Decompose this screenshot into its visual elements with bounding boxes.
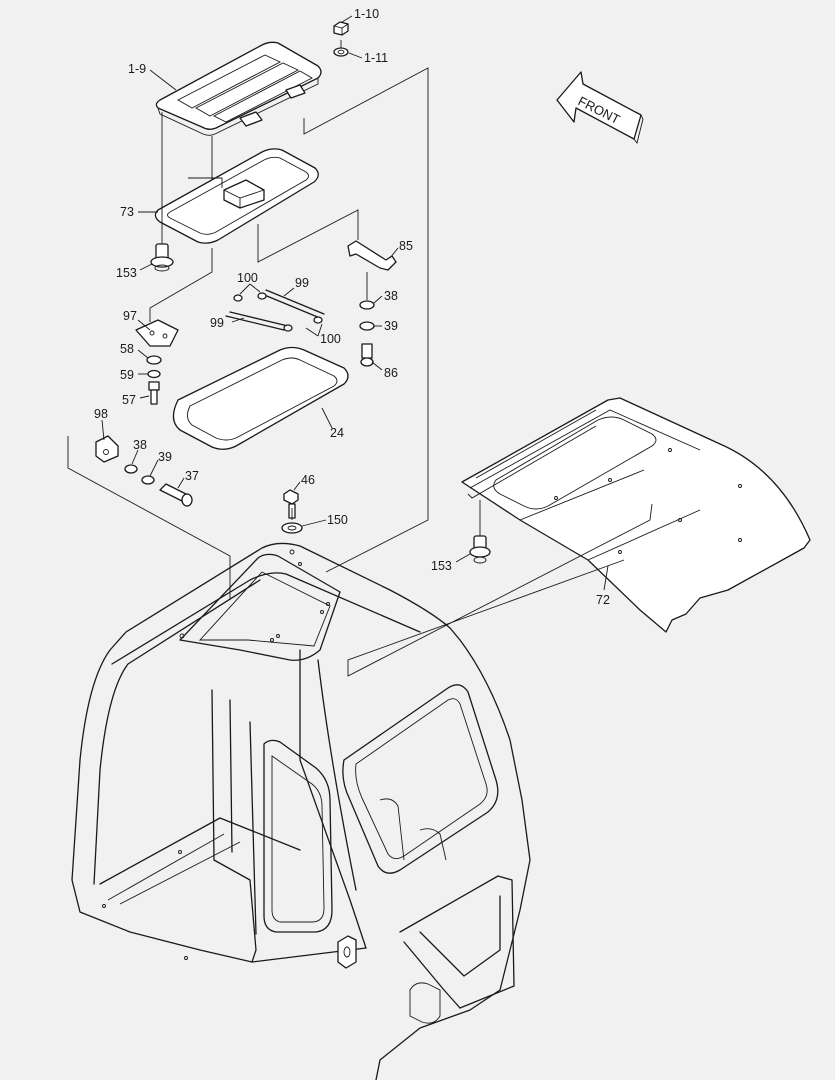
label-150: 150: [327, 513, 348, 527]
label-99-top: 99: [295, 276, 309, 290]
label-38-right: 38: [384, 289, 398, 303]
washer-39-left: [141, 475, 155, 485]
roof-cover-72: [461, 397, 811, 633]
label-86: 86: [384, 366, 398, 380]
bolt-46: [283, 489, 299, 519]
pin-153-right: [469, 535, 491, 564]
label-153-right: 153: [431, 559, 452, 573]
label-38-left: 38: [133, 438, 147, 452]
washer-150: [281, 522, 303, 534]
label-37: 37: [185, 469, 199, 483]
label-59: 59: [120, 368, 134, 382]
label-72: 72: [596, 593, 610, 607]
part-labels: 1-10 1-11 1-9 73 153 85 100 99 99 100 97…: [94, 7, 610, 607]
label-39-right: 39: [384, 319, 398, 333]
hatch-frame: [154, 148, 319, 244]
bracket-98: [95, 435, 119, 463]
seal-24: [172, 346, 349, 450]
label-73: 73: [120, 205, 134, 219]
bolt-37: [159, 483, 193, 507]
label-1-11: 1-11: [364, 51, 388, 65]
label-99-left: 99: [210, 316, 224, 330]
label-24: 24: [330, 426, 344, 440]
label-85: 85: [399, 239, 413, 253]
label-97: 97: [123, 309, 137, 323]
cab-structure: [71, 542, 531, 1080]
label-153-left: 153: [116, 266, 137, 280]
bolt-86: [360, 343, 374, 367]
label-57: 57: [122, 393, 136, 407]
label-100-bottom: 100: [320, 332, 341, 346]
roof-hatch-cover: [155, 41, 322, 136]
label-58: 58: [120, 342, 134, 356]
assembly-guide-lines: [67, 40, 653, 677]
pin-153-left: [150, 243, 174, 272]
bolt-57: [148, 381, 160, 405]
label-46: 46: [301, 473, 315, 487]
washer-1-11: [333, 47, 349, 57]
handle-85: [347, 240, 397, 271]
spring-set-99: [225, 289, 325, 332]
washer-38-left: [124, 464, 138, 474]
label-1-9: 1-9: [128, 62, 146, 76]
washer-38-right: [359, 300, 375, 310]
front-arrow: FRONT: [556, 71, 644, 145]
nut-1-10: [333, 21, 349, 36]
washer-58: [146, 355, 162, 365]
label-98: 98: [94, 407, 108, 421]
washer-39-right: [359, 321, 375, 331]
label-100-top: 100: [237, 271, 258, 285]
washer-59: [147, 369, 161, 379]
label-39-left: 39: [158, 450, 172, 464]
label-1-10: 1-10: [354, 7, 379, 21]
